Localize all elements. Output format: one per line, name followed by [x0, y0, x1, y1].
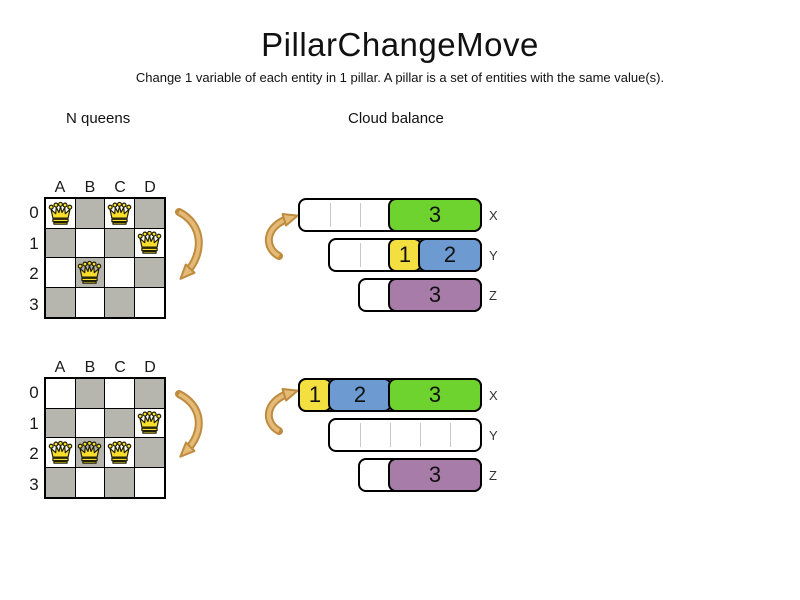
- column-label: C: [114, 179, 126, 196]
- queen-icon: [77, 440, 102, 464]
- board-cell: [134, 199, 164, 229]
- capacity-gridline: [330, 203, 331, 227]
- page-subtitle: Change 1 variable of each entity in 1 pi…: [135, 70, 665, 85]
- column-label: B: [84, 359, 96, 376]
- queens-board-after-move: [44, 377, 166, 499]
- board-cell: [46, 258, 76, 288]
- board-cell: [75, 199, 105, 229]
- capacity-gridline: [420, 423, 421, 447]
- queen-icon: [48, 440, 73, 464]
- board-cell: [105, 408, 135, 438]
- process-block: 1: [298, 378, 332, 412]
- row-label: 3: [29, 294, 39, 314]
- board-row-labels: 0 1 2 3: [25, 198, 43, 320]
- process-block: 3: [388, 198, 482, 232]
- row-label: 3: [29, 474, 39, 494]
- computer-label: X: [489, 388, 498, 403]
- row-label: 1: [29, 413, 39, 433]
- computer-label: X: [489, 208, 498, 223]
- computer-label: Y: [489, 248, 498, 263]
- board-cell: [46, 438, 76, 468]
- board-cell: [134, 409, 164, 438]
- queen-icon: [137, 411, 162, 434]
- board-cell: [76, 467, 105, 497]
- column-label: D: [144, 359, 156, 376]
- process-block: 3: [388, 278, 482, 312]
- board-cell: [134, 379, 164, 409]
- board-cell: [76, 287, 105, 317]
- queen-icon: [137, 231, 162, 254]
- curved-arrow-down-icon: [175, 390, 203, 458]
- board-column-labels: A B C D: [45, 359, 165, 377]
- board-cell: [46, 228, 76, 258]
- board-cell: [75, 258, 105, 288]
- queens-board-before-move: [44, 197, 166, 319]
- board-cell: [46, 467, 76, 497]
- capacity-gridline: [390, 423, 391, 447]
- board-cell: [134, 229, 164, 258]
- queen-icon: [77, 260, 102, 284]
- computer-label: Y: [489, 428, 498, 443]
- board-cell: [75, 379, 105, 409]
- process-block: 1: [388, 238, 422, 272]
- column-label: D: [144, 179, 156, 196]
- board-cell: [46, 287, 76, 317]
- board-cell: [105, 199, 135, 229]
- board-cell: [134, 258, 164, 288]
- column-label: A: [54, 359, 66, 376]
- board-cell: [134, 438, 164, 468]
- section-label-nqueens: N queens: [66, 110, 131, 127]
- board-cell: [105, 379, 135, 409]
- capacity-gridline: [360, 423, 361, 447]
- row-label: 2: [29, 444, 39, 463]
- capacity-gridline: [450, 423, 451, 447]
- board-cell: [46, 379, 76, 409]
- curved-arrow-up-icon: [264, 388, 299, 435]
- board-cell: [75, 438, 105, 468]
- computer-bar-Y: [328, 418, 482, 452]
- row-label: 2: [29, 264, 39, 283]
- board-cell: [135, 288, 165, 318]
- board-cell: [105, 228, 135, 258]
- computer-label: Z: [489, 468, 497, 483]
- process-block: 2: [418, 238, 482, 272]
- capacity-gridline: [360, 203, 361, 227]
- row-label: 0: [29, 203, 39, 222]
- board-cell: [105, 438, 135, 468]
- board-cell: [75, 408, 105, 438]
- row-label: 1: [29, 233, 39, 253]
- capacity-gridline: [360, 243, 361, 267]
- board-cell: [105, 258, 135, 288]
- process-block: 3: [388, 458, 482, 492]
- queen-icon: [107, 201, 132, 225]
- computer-label: Z: [489, 288, 497, 303]
- board-cell: [105, 287, 135, 317]
- board-column-labels: A B C D: [45, 179, 165, 197]
- column-label: C: [114, 359, 126, 376]
- curved-arrow-up-icon: [264, 213, 299, 260]
- column-label: A: [54, 179, 66, 196]
- process-block: 2: [328, 378, 392, 412]
- section-label-cloud-balance: Cloud balance: [348, 110, 444, 127]
- board-cell: [46, 408, 76, 438]
- board-row-labels: 0 1 2 3: [25, 378, 43, 500]
- process-block: 3: [388, 378, 482, 412]
- board-cell: [135, 468, 165, 498]
- page-title: PillarChangeMove: [261, 26, 539, 63]
- board-cell: [105, 467, 135, 497]
- curved-arrow-down-icon: [175, 208, 203, 280]
- column-label: B: [84, 179, 96, 196]
- board-cell: [75, 228, 105, 258]
- row-label: 0: [29, 383, 39, 402]
- queen-icon: [48, 201, 73, 225]
- board-cell: [46, 199, 76, 229]
- queen-icon: [107, 440, 132, 464]
